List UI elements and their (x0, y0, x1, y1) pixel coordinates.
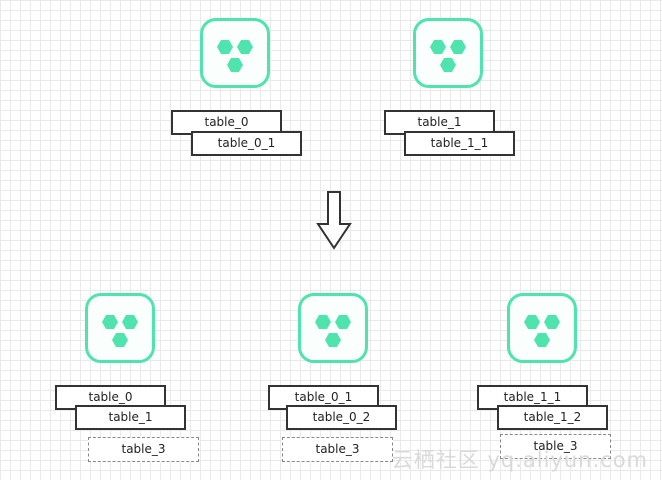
table-box: table_1 (75, 405, 186, 430)
table-box: table_0 (171, 110, 282, 135)
watermark: 云栖社区 yq.aliyun.com (391, 448, 648, 472)
server-node-icon (200, 18, 270, 88)
server-node-icon (298, 293, 368, 363)
hexagon-cluster-icon (102, 315, 138, 347)
hexagon-cluster-icon (217, 40, 253, 72)
server-node-icon (85, 293, 155, 363)
new-table-box: table_3 (282, 437, 393, 462)
table-box: table_0_1 (191, 131, 302, 156)
new-table-box: table_3 (500, 434, 611, 459)
table-box: table_0_2 (286, 405, 397, 430)
hexagon-cluster-icon (315, 315, 351, 347)
server-node-icon (413, 18, 483, 88)
hexagon-cluster-icon (430, 40, 466, 72)
new-table-box: table_3 (88, 437, 199, 462)
table-box: table_1_1 (404, 131, 515, 156)
server-node-icon (507, 293, 577, 363)
table-box: table_1_2 (497, 405, 608, 430)
down-arrow-icon (316, 191, 352, 250)
hexagon-cluster-icon (524, 315, 560, 347)
